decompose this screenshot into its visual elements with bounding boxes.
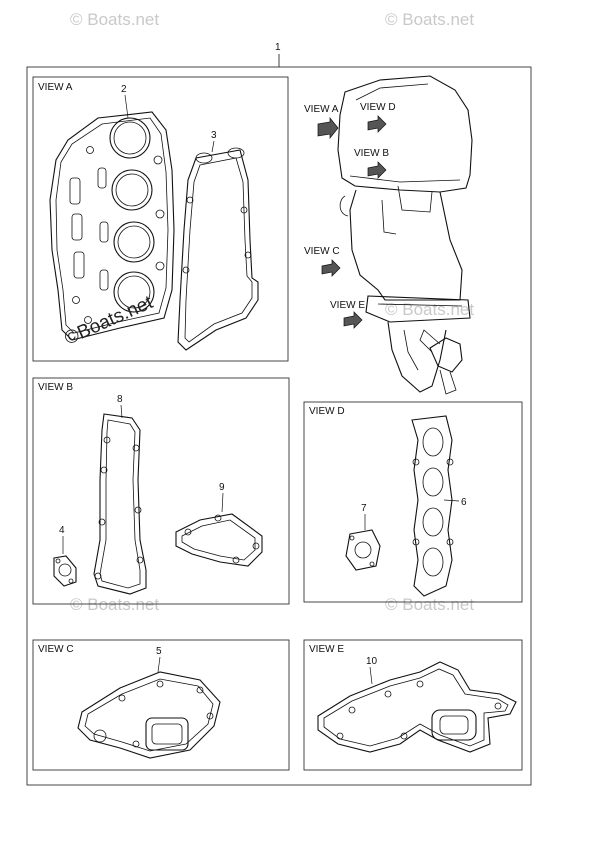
view-e-panel: VIEW E 10 (303, 639, 523, 771)
gasket-part-6 (411, 415, 454, 597)
leader-line (157, 656, 161, 673)
watermark: © Boats.net (70, 10, 159, 29)
view-d-title: VIEW D (309, 406, 345, 417)
view-a-panel: VIEW A 2 3 (32, 76, 289, 362)
callout-1: 1 (275, 42, 281, 53)
watermark-overlay: ©Boats.net (61, 292, 156, 350)
callout-2: 2 (121, 84, 127, 95)
view-a-frame (32, 76, 289, 362)
view-c-arrow-icon (321, 259, 341, 277)
leader-line (211, 140, 215, 153)
view-e-title: VIEW E (309, 644, 344, 655)
leader-line (221, 492, 224, 513)
watermark: © Boats.net (385, 10, 474, 29)
callout-5: 5 (156, 646, 162, 657)
callout-3: 3 (211, 130, 217, 141)
view-c-panel: VIEW C 5 (32, 639, 290, 771)
callout-6: 6 (461, 497, 467, 508)
view-a-arrow-icon (317, 117, 339, 139)
gasket-part-8 (93, 413, 147, 595)
leader-line (124, 94, 129, 119)
view-b-panel: VIEW B 8 9 4 (32, 377, 290, 605)
leader-line (369, 666, 373, 685)
view-d-panel: VIEW D 7 6 (303, 401, 523, 603)
gasket-part-9 (175, 513, 263, 567)
callout-4: 4 (59, 525, 65, 536)
callout-10: 10 (366, 656, 378, 667)
view-e-arrow-icon (343, 311, 363, 329)
watermark: © Boats.net (385, 595, 474, 614)
view-d-arrow-icon (367, 115, 387, 133)
outboard-engine-illustration: VIEW A VIEW D VIEW B VIEW C VIEW E (304, 75, 473, 395)
view-c-frame (32, 639, 290, 771)
gasket-part-7 (345, 529, 381, 571)
view-b-title: VIEW B (38, 382, 73, 393)
callout-8: 8 (117, 394, 123, 405)
view-b-frame (32, 377, 290, 605)
engine-label-view-a: VIEW A (304, 104, 339, 115)
outer-frame (26, 66, 532, 786)
engine-label-view-e: VIEW E (330, 300, 365, 311)
gasket-part-10 (317, 661, 517, 753)
watermark: © Boats.net (385, 300, 474, 319)
callout-7: 7 (361, 503, 367, 514)
engine-label-view-d: VIEW D (360, 102, 396, 113)
view-c-title: VIEW C (38, 644, 74, 655)
view-b-arrow-icon (367, 161, 387, 179)
view-a-title: VIEW A (38, 82, 73, 93)
leader-line (120, 404, 123, 419)
watermark: © Boats.net (70, 595, 159, 614)
view-e-frame (303, 639, 523, 771)
gasket-part-5 (77, 671, 221, 759)
engine-label-view-c: VIEW C (304, 246, 340, 257)
engine-label-view-b: VIEW B (354, 148, 389, 159)
cylinder-head-gasket (49, 111, 175, 341)
head-cover-gasket (177, 147, 259, 351)
callout-9: 9 (219, 482, 225, 493)
gasket-part-4 (53, 555, 77, 587)
view-d-frame (303, 401, 523, 603)
